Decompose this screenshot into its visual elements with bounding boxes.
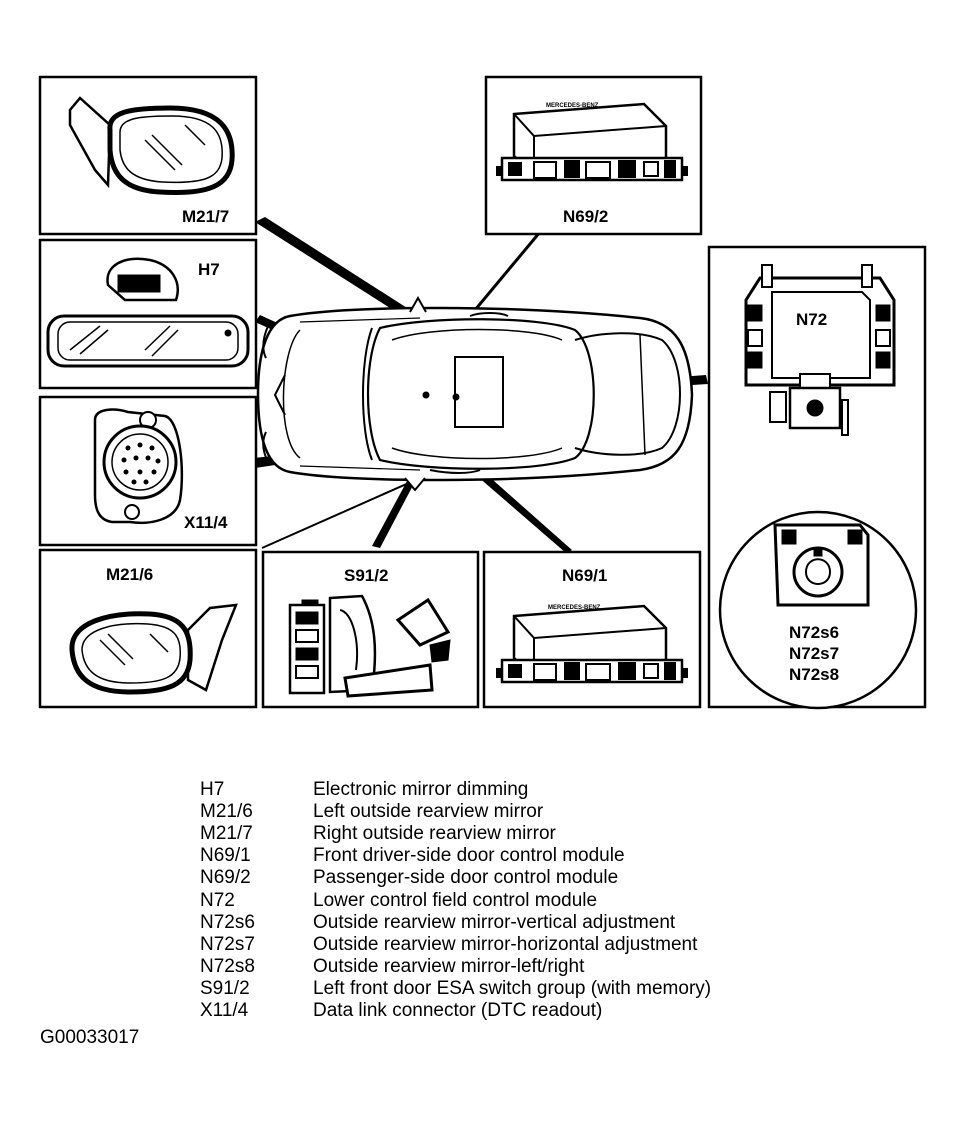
interior-mirror-illustration [46,257,250,368]
legend-description: Left outside rearview mirror [313,801,544,822]
legend-description: Left front door ESA switch group (with m… [313,978,712,999]
panel-n72: N72 N72s6 N72s7 N72s8 [707,245,927,710]
label-n72s7: N72s7 [789,644,839,663]
panel-m21-6: M21/6 [38,548,258,709]
legend-description: Passenger-side door control module [313,867,619,888]
n69-2-module-text: MERCEDES-BENZ [546,103,599,109]
left-mirror-mark [404,477,426,492]
leader-n69-2 [468,231,542,317]
leader-m21-7 [255,217,418,322]
legend-description: Front driver-side door control module [313,845,625,866]
legend-code: M21/7 [200,823,253,844]
legend-description: Outside rearview mirror-horizontal adjus… [313,934,698,955]
label-s91-2: S91/2 [344,566,388,585]
legend-code: X11/4 [200,1000,249,1021]
label-h7: H7 [198,260,220,279]
label-m21-6: M21/6 [106,565,153,584]
left-mirror-illustration [69,603,238,695]
leader-m21-6 [261,477,421,549]
legend-code: M21/6 [200,801,253,822]
component-locator-diagram: M21/7 H7 X11/4 [38,75,927,710]
n72-control-module-illustration [744,264,896,436]
leader-s91-2 [372,470,419,548]
right-mirror-illustration [68,96,235,196]
label-n72s8: N72s8 [789,665,839,684]
label-n69-2: N69/2 [563,207,608,226]
legend-code: N72s7 [200,934,255,955]
legend-code: N69/2 [200,867,251,888]
legend-description: Outside rearview mirror-vertical adjustm… [313,912,676,933]
legend-code: S91/2 [200,978,250,999]
leader-n69-1 [462,458,572,553]
panel-m21-7: M21/7 [38,75,258,236]
car-top-view [256,295,694,492]
legend-code: N72 [200,890,235,911]
n72-location-dot [452,393,460,401]
figure-id: G00033017 [40,1027,140,1048]
h7-location-dot [422,391,430,399]
panel-n69-2: MERCEDES-BENZ N69/2 [484,75,703,236]
label-x11-4: X11/4 [184,513,228,532]
switch-group-illustration [288,594,451,698]
panel-x11-4: X11/4 [38,395,258,547]
n69-1-module-text: MERCEDES-BENZ [548,605,601,611]
sunroof [454,356,504,428]
label-n69-1: N69/1 [562,566,607,585]
label-n72s6: N72s6 [789,623,839,642]
legend-description: Right outside rearview mirror [313,823,556,844]
legend-code: H7 [200,779,225,800]
right-mirror-mark [409,295,427,313]
panel-n69-1: MERCEDES-BENZ N69/1 [482,550,702,709]
panel-h7: H7 [38,238,258,390]
connector-illustration [93,408,184,524]
legend-code: N69/1 [200,845,251,866]
legend-description: Outside rearview mirror-left/right [313,956,585,977]
panel-s91-2: S91/2 [261,550,480,709]
mirror-adjust-switch-illustration [773,523,870,607]
legend-code: N72s6 [200,912,255,933]
legend-description: Electronic mirror dimming [313,779,529,800]
label-n72: N72 [796,310,827,329]
legend-description: Lower control field control module [313,890,598,911]
legend-description: Data link connector (DTC readout) [313,1000,603,1021]
label-m21-7: M21/7 [182,207,229,226]
legend-code: N72s8 [200,956,255,977]
